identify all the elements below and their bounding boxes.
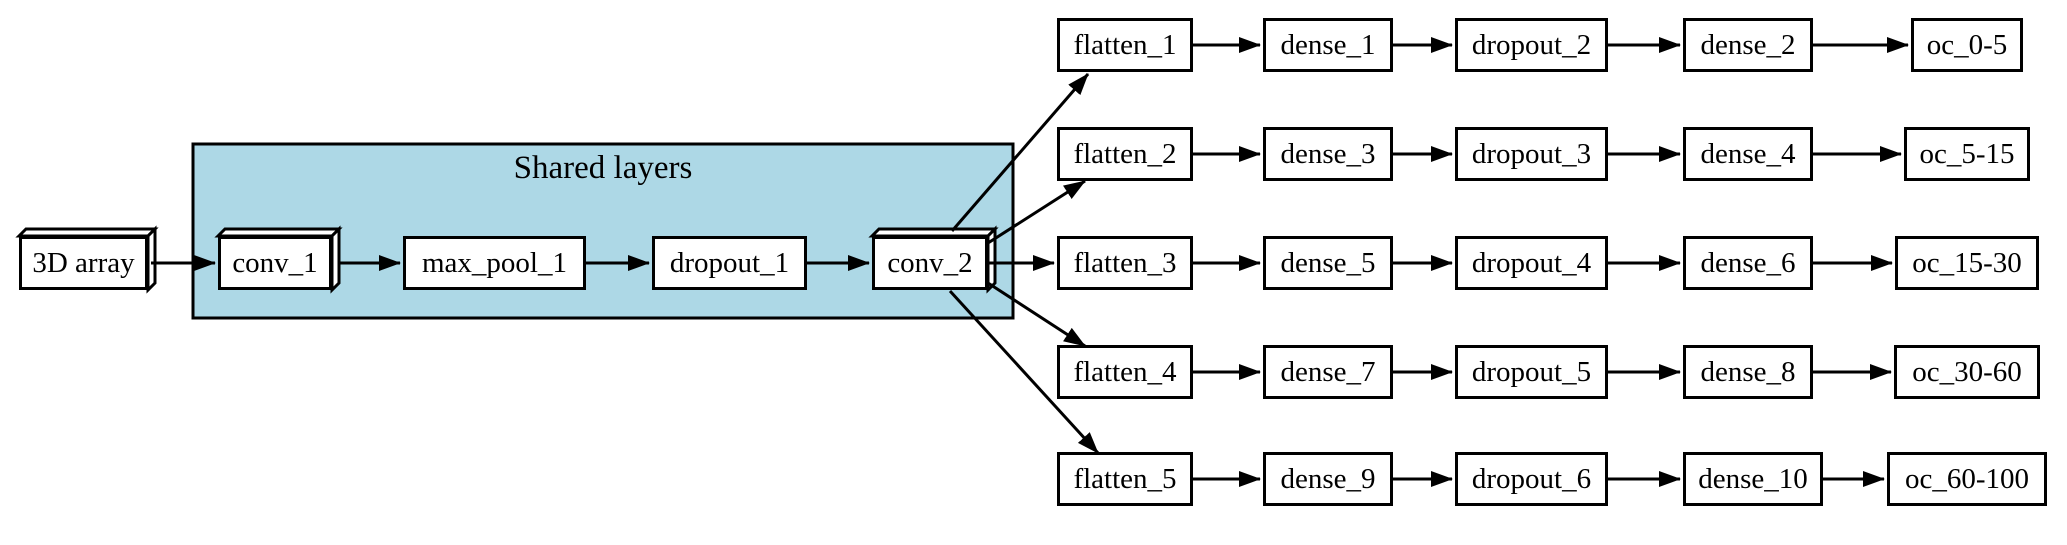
node-conv-2: conv_2 (872, 236, 988, 290)
box3d-right-face (330, 225, 341, 294)
node-dense-6: dense_6 (1683, 236, 1813, 290)
edge-conv2-flatten2 (987, 179, 1086, 245)
edge-conv2-flatten4 (987, 281, 1086, 348)
node-flatten-2: flatten_2 (1057, 127, 1193, 181)
node-dropout-5: dropout_5 (1455, 345, 1608, 399)
box3d-top-face (15, 227, 159, 238)
shared-layers-title: Shared layers (513, 150, 693, 186)
box3d-right-face (986, 225, 997, 294)
node-dense-4: dense_4 (1683, 127, 1813, 181)
node-flatten-1: flatten_1 (1057, 18, 1193, 72)
node-dense-9: dense_9 (1263, 452, 1393, 506)
box3d-top-face (214, 227, 343, 238)
node-flatten-3: flatten_3 (1057, 236, 1193, 290)
node-dense-5: dense_5 (1263, 236, 1393, 290)
node-dense-8: dense_8 (1683, 345, 1813, 399)
box3d-right-face (146, 225, 157, 294)
node-flatten-5: flatten_5 (1057, 452, 1193, 506)
node-dense-10: dense_10 (1683, 452, 1823, 506)
node-flatten-4: flatten_4 (1057, 345, 1193, 399)
node-conv-1: conv_1 (218, 236, 332, 290)
node-dropout-3: dropout_3 (1455, 127, 1608, 181)
node-dropout-4: dropout_4 (1455, 236, 1608, 290)
node-dense-2: dense_2 (1683, 18, 1813, 72)
edge-conv2-flatten5 (948, 289, 1100, 455)
node-dropout-1: dropout_1 (652, 236, 807, 290)
node-dense-3: dense_3 (1263, 127, 1393, 181)
node-dense-7: dense_7 (1263, 345, 1393, 399)
node-max-pool-1: max_pool_1 (403, 236, 586, 290)
edge-conv2-flatten1 (950, 73, 1090, 232)
node-oc-15-30: oc_15-30 (1895, 236, 2039, 290)
node-oc-0-5: oc_0-5 (1911, 18, 2023, 72)
node-3d-array: 3D array (19, 236, 148, 290)
node-dense-1: dense_1 (1263, 18, 1393, 72)
node-dropout-6: dropout_6 (1455, 452, 1608, 506)
node-dropout-2: dropout_2 (1455, 18, 1608, 72)
node-oc-5-15: oc_5-15 (1904, 127, 2030, 181)
node-oc-60-100: oc_60-100 (1887, 452, 2047, 506)
box3d-top-face (868, 227, 999, 238)
node-oc-30-60: oc_30-60 (1894, 345, 2040, 399)
